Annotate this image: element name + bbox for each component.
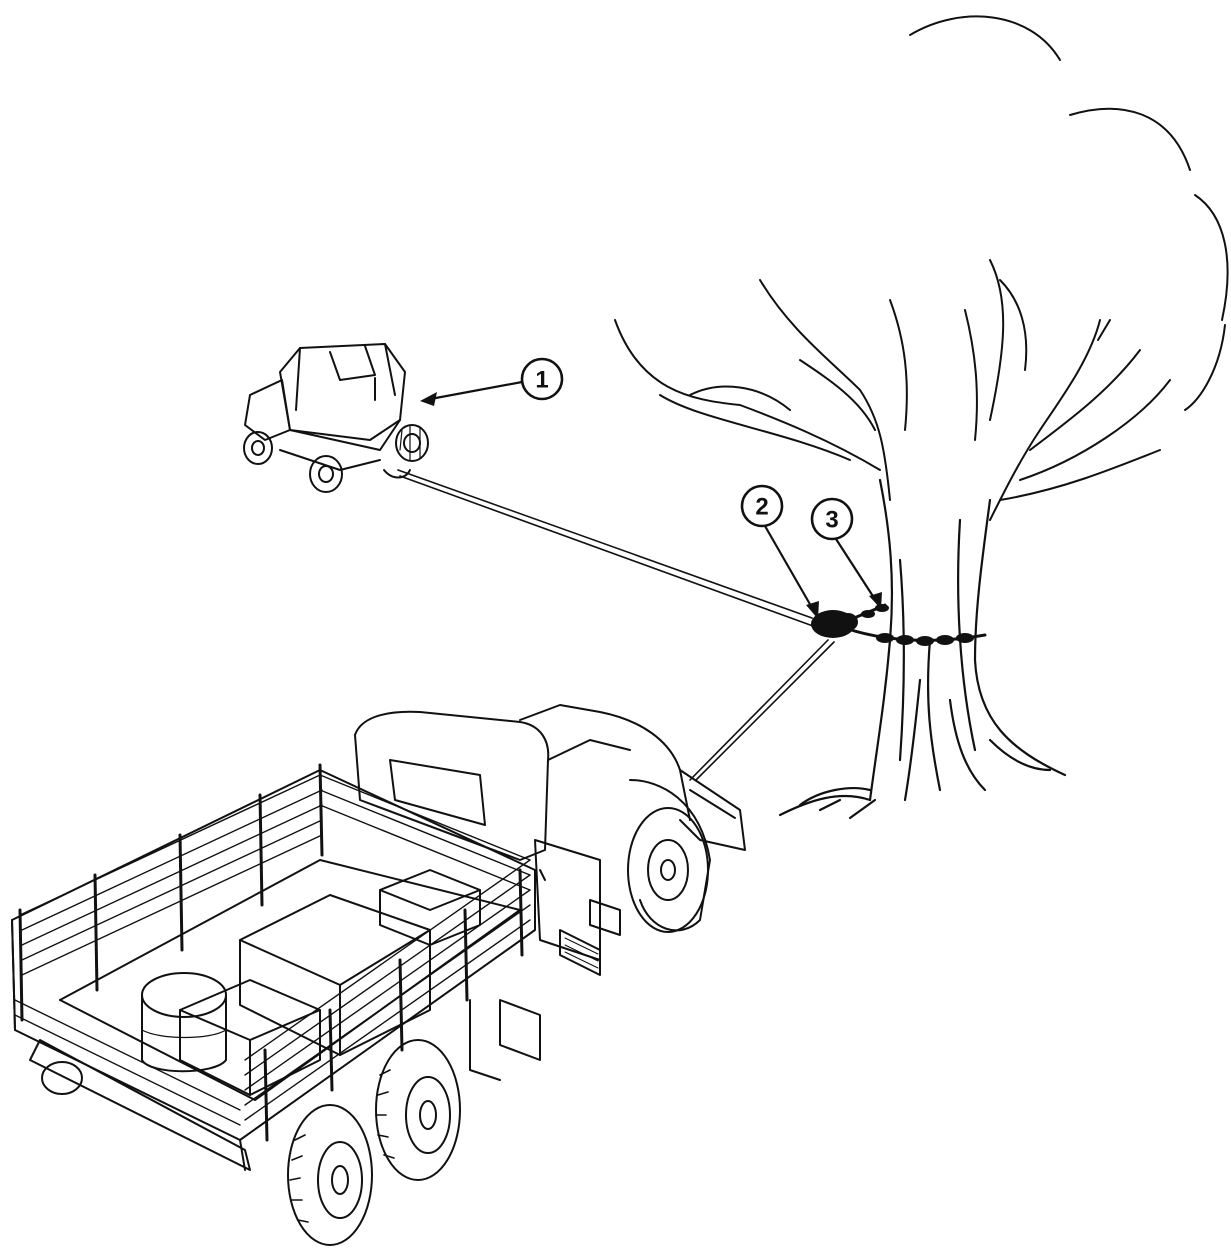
callouts: 1 2 3	[420, 359, 882, 619]
tree	[615, 16, 1228, 818]
recovery-vehicle	[12, 705, 745, 1245]
tree-chain	[845, 604, 985, 646]
disabled-vehicle	[244, 344, 428, 492]
leader-arrowheads	[420, 392, 882, 619]
callout-1-label: 1	[535, 367, 548, 394]
callout-3: 3	[812, 499, 852, 539]
tree-canopy	[910, 16, 1228, 410]
leader-lines	[425, 382, 878, 613]
callout-3-label: 3	[825, 507, 838, 534]
callout-2-label: 2	[755, 494, 768, 521]
callout-2: 2	[742, 486, 782, 526]
callout-1: 1	[522, 359, 562, 399]
tree-branches	[615, 260, 1170, 520]
